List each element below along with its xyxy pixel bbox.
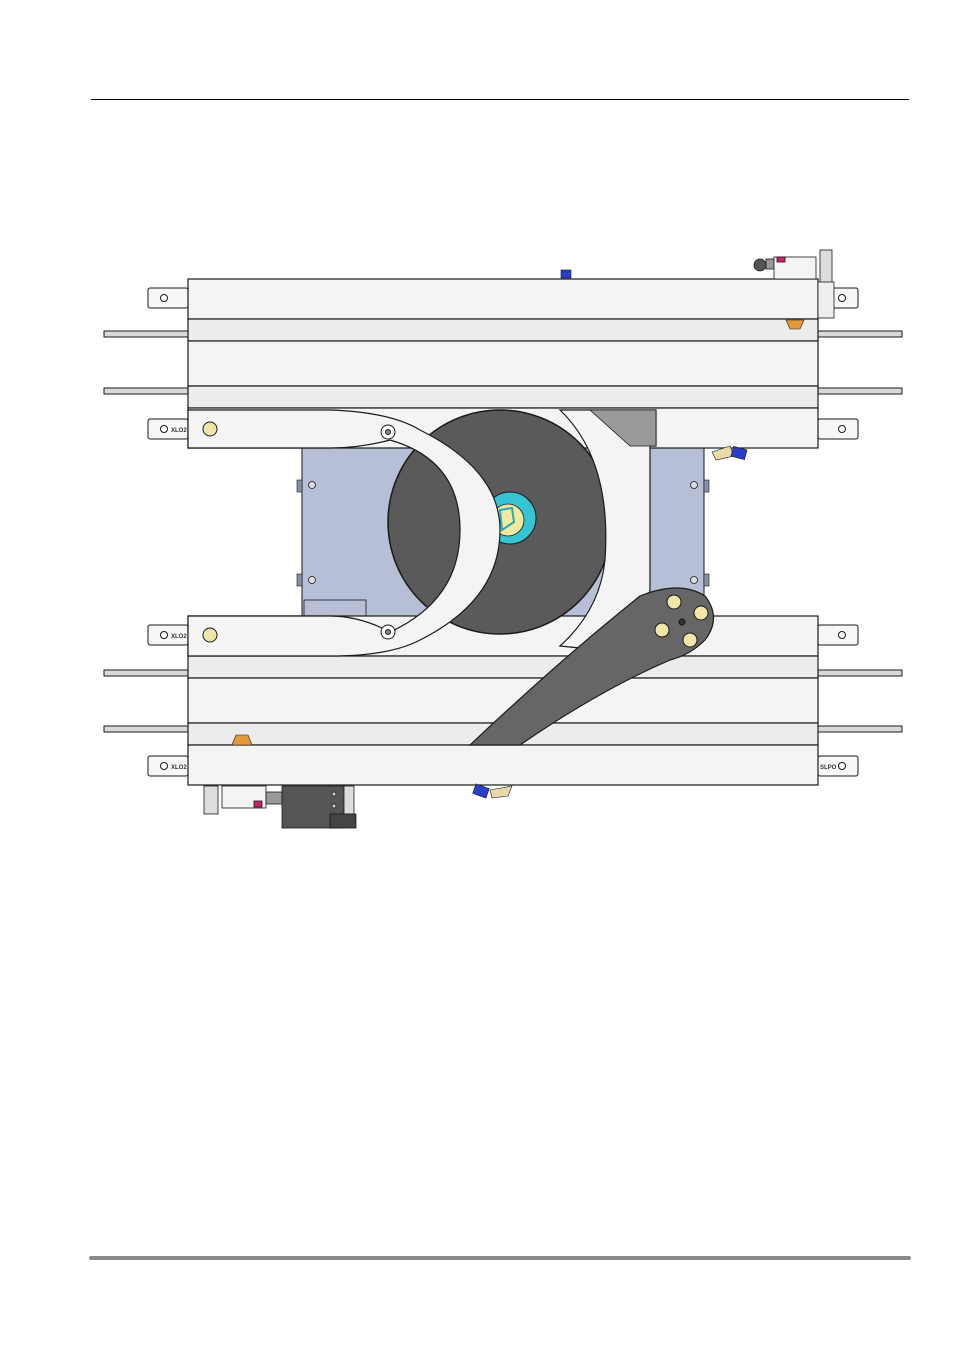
rail-tag-2: XLO2 [171,634,187,640]
left-brackets [148,288,188,776]
footer-rule [89,1256,911,1260]
rail-tag-4: SLPO [820,765,837,771]
rail-tag-1: XLO2 [171,428,187,434]
arm-bolts [203,422,217,642]
bottom-valve [204,786,356,828]
right-brackets [818,288,858,776]
rail-tag-3: XLO2 [171,765,187,771]
